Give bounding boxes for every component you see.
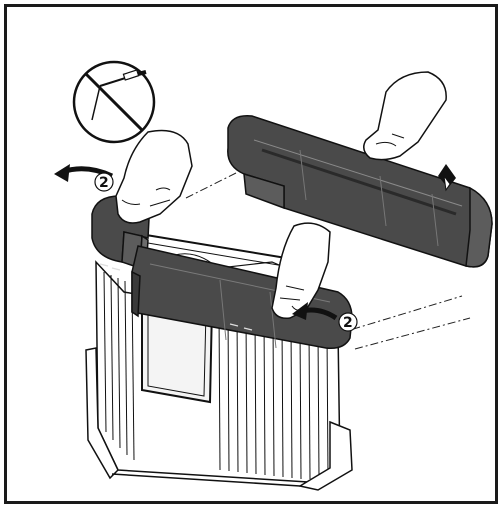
rotate-arrow-right-icon — [292, 302, 358, 332]
no-screwdriver-icon — [72, 60, 156, 144]
step-number-right: 2 — [343, 315, 353, 331]
bottom-foot-right — [298, 420, 353, 491]
alignment-lines — [185, 172, 471, 350]
cooling-fins — [103, 271, 329, 480]
rotate-arrow-left-icon — [54, 164, 114, 192]
upper-bumper — [227, 115, 493, 268]
hand-right-bottom — [271, 222, 331, 320]
hand-upper-right — [363, 71, 447, 161]
bumper-slots — [99, 263, 253, 331]
step-number-left: 2 — [99, 175, 109, 191]
hand-left-top — [115, 129, 193, 224]
lift-direction-icon — [438, 164, 456, 192]
bottom-foot-left — [85, 347, 119, 480]
